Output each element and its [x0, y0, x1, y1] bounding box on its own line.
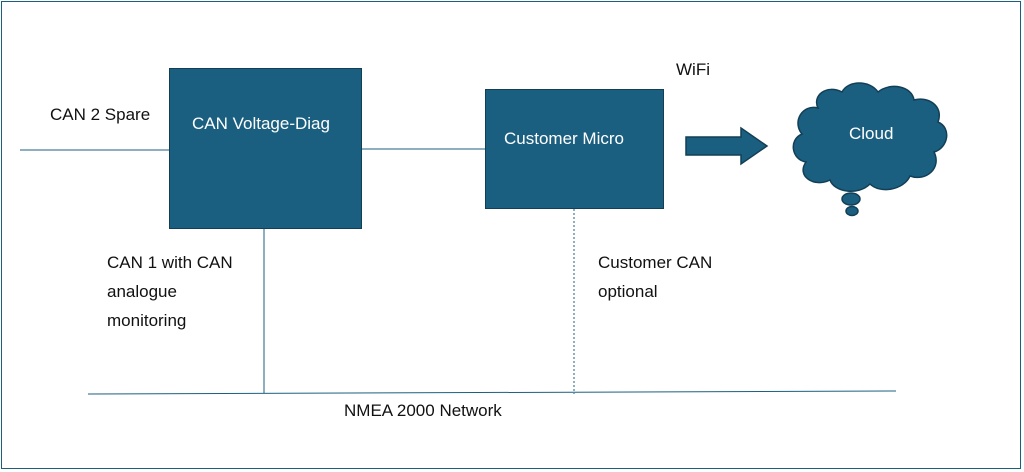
can1-label-line2: analogue [107, 282, 177, 301]
customer-micro-box: Customer Micro [485, 89, 664, 209]
wifi-label: WiFi [676, 60, 710, 79]
can-voltage-diag-box: CAN Voltage-Diag [169, 68, 362, 229]
wifi-arrow [685, 126, 769, 166]
can1-label-line1: CAN 1 with CAN [107, 253, 233, 272]
can-voltage-diag-label: CAN Voltage-Diag [192, 114, 330, 133]
customer-can-label-line2: optional [598, 282, 658, 301]
nmea-network-label: NMEA 2000 Network [344, 401, 502, 420]
can2-spare-label: CAN 2 Spare [50, 105, 151, 124]
cloud-label: Cloud [849, 124, 894, 143]
customer-micro-label: Customer Micro [504, 129, 624, 148]
can1-label-line3: monitoring [107, 311, 187, 330]
nmea-bus-line [87, 390, 897, 395]
customer-can-label-line1: Customer CAN [598, 253, 713, 272]
cloud-shape [792, 82, 948, 217]
